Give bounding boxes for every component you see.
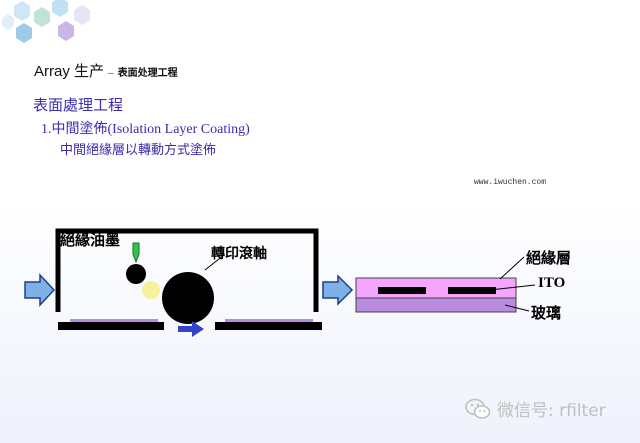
substrate-plate-right (215, 322, 322, 330)
hexagon-shape (16, 23, 32, 43)
input-arrow-icon (24, 273, 56, 307)
hexagon-shape (74, 5, 90, 25)
list-item-1-description: 中間絕緣層以轉動方式塗佈 (60, 143, 217, 158)
hexagon-shape (52, 0, 68, 17)
conveyor-arrow-icon (178, 321, 204, 337)
wechat-id-text: 微信号: rfilter (497, 401, 606, 421)
ink-droplet (126, 264, 146, 284)
slide-title: Array 生产–表面处理工程 (34, 60, 178, 81)
coating-chamber (55, 228, 319, 312)
transfer-roller (162, 272, 214, 324)
title-separator: – (108, 68, 114, 79)
substrate-film-left (70, 319, 158, 322)
hexagon-shape (34, 7, 50, 27)
slide-title-sub: 表面处理工程 (117, 68, 178, 79)
ito-label: ITO (538, 275, 566, 291)
insulation-layer-label: 絕緣層 (526, 249, 572, 267)
output-arrow-icon (322, 274, 354, 306)
ito-leader-line (489, 284, 536, 291)
ito-pattern-left (378, 287, 426, 294)
substrate-film-right (225, 319, 313, 322)
watermark-url: www.iwuchen.com (474, 178, 547, 187)
glass-label: 玻璃 (531, 304, 562, 322)
hexagon-shape (14, 1, 30, 21)
ink-label: 絕緣油墨 (60, 231, 121, 249)
substrate-plate-left (58, 322, 164, 330)
ito-pattern-right (448, 287, 496, 294)
wechat-watermark: 微信号: rfilter (465, 396, 606, 421)
hexagon-decoration (2, 0, 90, 43)
slide-title-main: Array 生产 (34, 63, 105, 80)
ink-nozzle (132, 242, 140, 264)
roller-leader-line (204, 254, 225, 271)
roller-label: 轉印滾軸 (211, 246, 267, 262)
wechat-icon (465, 398, 491, 419)
hexagon-shape (2, 14, 14, 30)
section-heading: 表面處理工程 (33, 96, 124, 114)
glass-leader-line (504, 304, 530, 312)
hexagon-shape (58, 21, 74, 41)
contact-highlight (142, 281, 160, 299)
list-item-1: 1.中間塗佈(Isolation Layer Coating) (41, 122, 250, 137)
insulation-leader-line (499, 256, 525, 280)
glass-layer (355, 297, 517, 313)
